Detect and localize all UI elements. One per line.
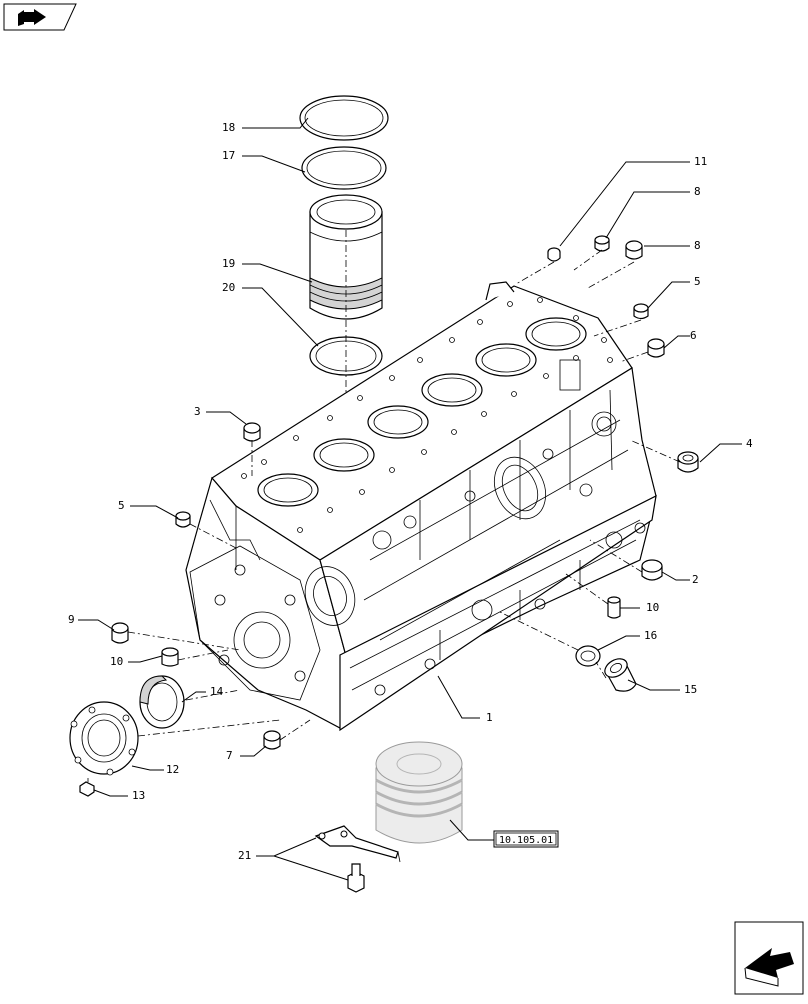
- callout-10b[interactable]: 10: [110, 655, 123, 668]
- piston-reference: [375, 741, 463, 844]
- callout-1[interactable]: 1: [486, 711, 493, 724]
- seal-ring-18: [299, 95, 389, 141]
- callout-8a[interactable]: 8: [694, 185, 701, 198]
- callout-2[interactable]: 2: [692, 573, 699, 586]
- callout-3[interactable]: 3: [194, 405, 201, 418]
- screw-21: [347, 863, 365, 893]
- callout-16[interactable]: 16: [644, 629, 657, 642]
- assembly-lines: [127, 249, 681, 741]
- seal-ring-17: [301, 146, 387, 190]
- callout-9[interactable]: 9: [68, 613, 75, 626]
- oil-seal-14: [139, 675, 185, 729]
- callout-11[interactable]: 11: [694, 155, 707, 168]
- callout-7[interactable]: 7: [226, 749, 233, 762]
- callout-labels: 18 17 19 20 11 8 8 5 6 3 4 5 2 10 9 10 1…: [68, 121, 753, 862]
- callout-13[interactable]: 13: [132, 789, 145, 802]
- callout-14[interactable]: 14: [210, 685, 224, 698]
- dowel-10a: [607, 596, 621, 619]
- washer-16: [575, 645, 601, 667]
- book-arrow-icon[interactable]: [3, 3, 77, 31]
- reference-box-label: 10.105.01: [499, 835, 553, 846]
- next-page-arrow-icon[interactable]: [734, 921, 804, 995]
- plug-5a: [633, 303, 649, 320]
- plug-2: [641, 559, 663, 581]
- plug-6: [647, 338, 665, 358]
- plug-8b: [625, 240, 643, 260]
- engine-block: [185, 281, 657, 732]
- callout-6[interactable]: 6: [690, 329, 697, 342]
- callout-20[interactable]: 20: [222, 281, 235, 294]
- callout-19[interactable]: 19: [222, 257, 235, 270]
- plug-4: [677, 451, 699, 473]
- callout-18[interactable]: 18: [222, 121, 235, 134]
- leader-lines: [78, 117, 742, 881]
- oil-jet-21: [314, 825, 401, 863]
- callout-8b[interactable]: 8: [694, 239, 701, 252]
- plug-8a: [594, 235, 610, 252]
- dowel-10b: [161, 647, 179, 667]
- callout-21[interactable]: 21: [238, 849, 251, 862]
- cylinder-bores: [257, 317, 587, 507]
- reference-box-piston[interactable]: 10.105.01: [493, 830, 559, 848]
- callout-15[interactable]: 15: [684, 683, 697, 696]
- plug-7: [263, 730, 281, 750]
- callout-10a[interactable]: 10: [646, 601, 659, 614]
- plug-15: [604, 658, 637, 692]
- plug-9: [111, 622, 129, 644]
- callout-5a[interactable]: 5: [694, 275, 701, 288]
- plug-3: [243, 422, 261, 442]
- plug-11: [547, 247, 561, 262]
- callout-17[interactable]: 17: [222, 149, 235, 162]
- callout-12[interactable]: 12: [166, 763, 179, 776]
- seal-cover-12: [69, 701, 139, 776]
- screw-13: [79, 778, 95, 797]
- callout-4[interactable]: 4: [746, 437, 753, 450]
- plug-5b: [175, 511, 191, 528]
- callout-5b[interactable]: 5: [118, 499, 125, 512]
